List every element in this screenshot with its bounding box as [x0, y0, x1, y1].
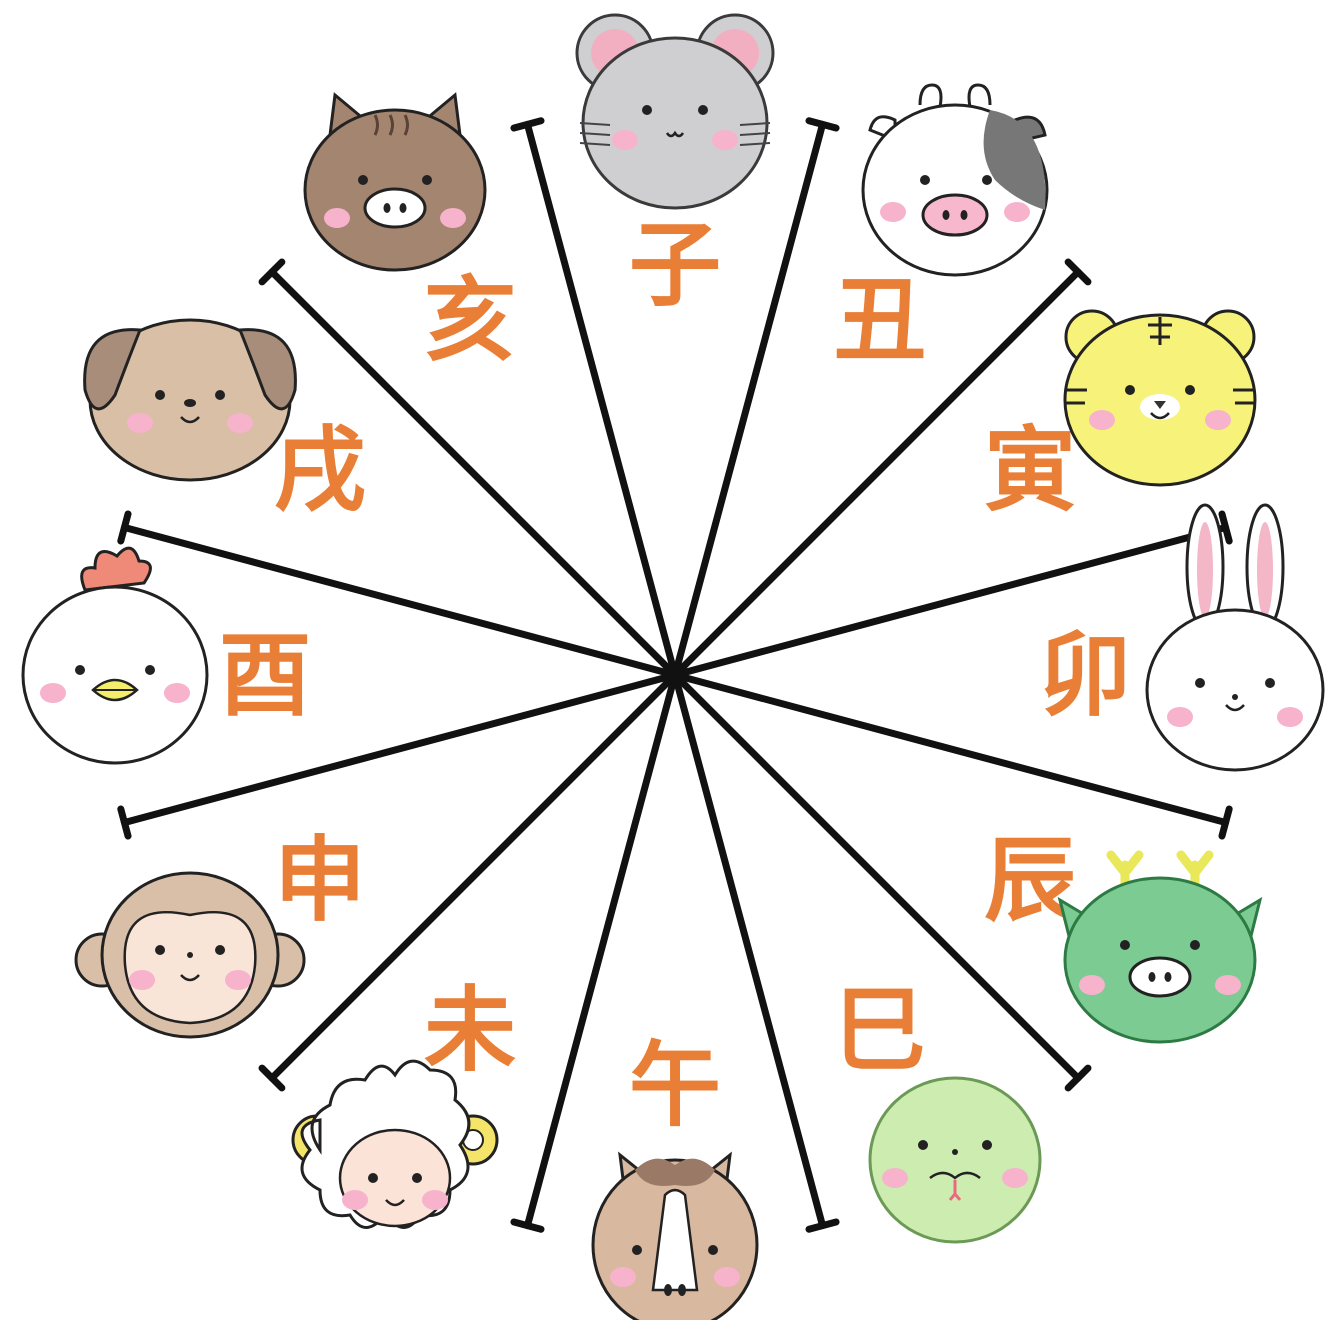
snake-face-icon [868, 1076, 1042, 1244]
zodiac-faces [21, 13, 1325, 1320]
zodiac-label-horse: 午 [629, 1032, 721, 1139]
zodiac-label-sheep: 未 [424, 977, 516, 1084]
spoke-line [510, 671, 679, 1233]
spokes [117, 117, 1233, 1233]
spoke-line [258, 258, 679, 679]
spoke-line [510, 117, 679, 679]
ox-face-icon [861, 83, 1049, 277]
zodiac-label-dog: 戌 [274, 417, 366, 524]
zodiac-label-snake: 巳 [834, 977, 926, 1084]
dog-face-icon [83, 318, 297, 482]
rabbit-face-icon [1145, 503, 1325, 772]
monkey-face-icon [74, 871, 306, 1039]
boar-face-icon [303, 92, 487, 272]
zodiac-label-rat: 子 [629, 212, 721, 319]
rat-face-icon [575, 13, 775, 210]
spoke-line [671, 117, 840, 679]
zodiac-label-rabbit: 卯 [1039, 622, 1131, 729]
zodiac-label-ox: 丑 [834, 267, 926, 374]
spoke-line [671, 671, 1092, 1092]
rooster-face-icon [21, 546, 209, 765]
zodiac-label-tiger: 寅 [984, 417, 1076, 524]
spoke-line [258, 671, 679, 1092]
zodiac-label-rooster: 酉 [219, 622, 311, 729]
spoke-line [117, 510, 679, 679]
spoke-line [671, 671, 1233, 840]
tiger-face-icon [1063, 309, 1257, 487]
sheep-face-icon [291, 1059, 499, 1229]
dragon-face-icon [1057, 850, 1263, 1044]
spoke-line [671, 258, 1092, 679]
zodiac-label-boar: 亥 [424, 267, 516, 374]
zodiac-label-monkey: 申 [274, 827, 366, 934]
spoke-line [671, 510, 1233, 679]
spoke-line [117, 671, 679, 840]
spoke-line [671, 671, 840, 1233]
zodiac-label-dragon: 辰 [984, 827, 1076, 934]
horse-face-icon [591, 1151, 759, 1320]
